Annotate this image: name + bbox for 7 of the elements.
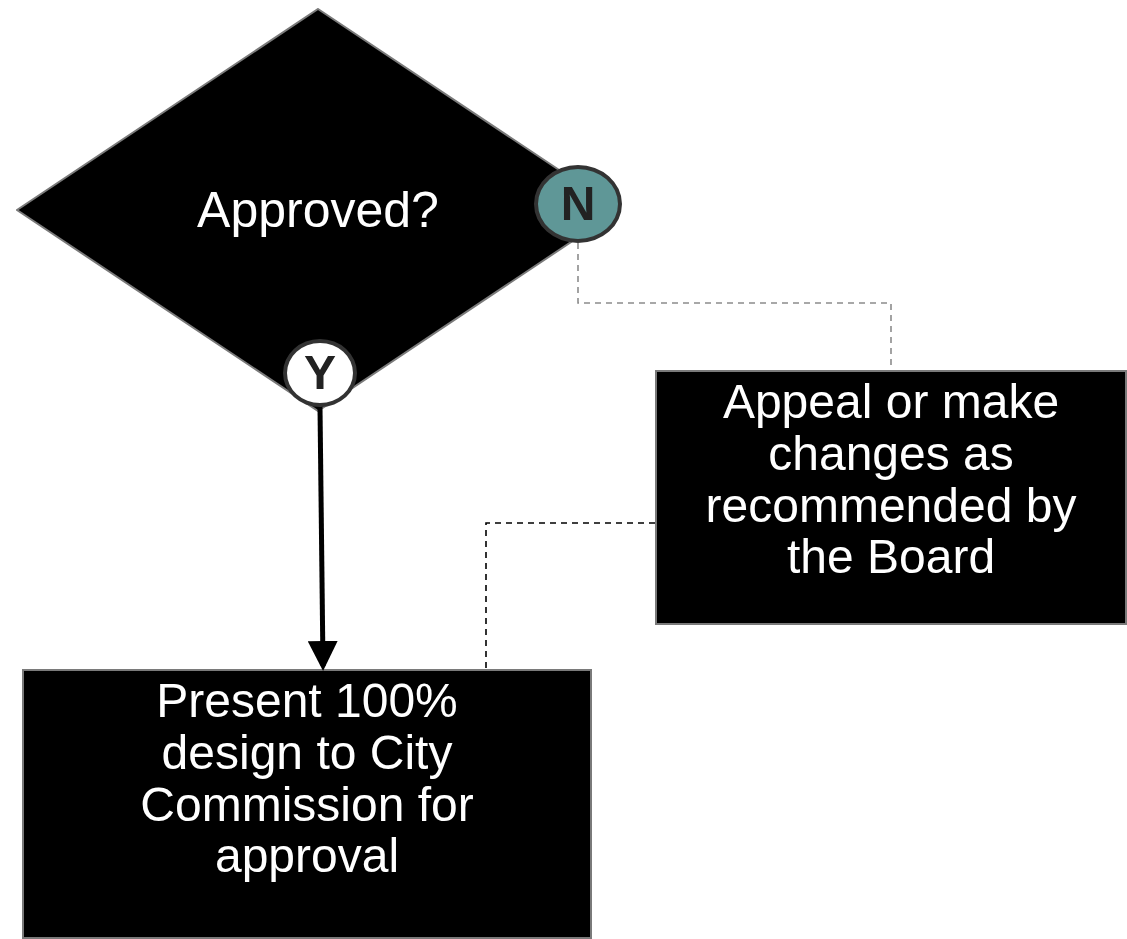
node-text: Present 100% design to City Commission for approval	[139, 675, 475, 883]
process-box	[22, 669, 592, 939]
node-text: Appeal or make changes as recommended by the Board	[704, 376, 1078, 584]
process-box	[655, 370, 1127, 625]
arrow	[307, 406, 338, 671]
node-text: Approved?	[197, 182, 439, 238]
dashed-connector	[485, 522, 656, 670]
